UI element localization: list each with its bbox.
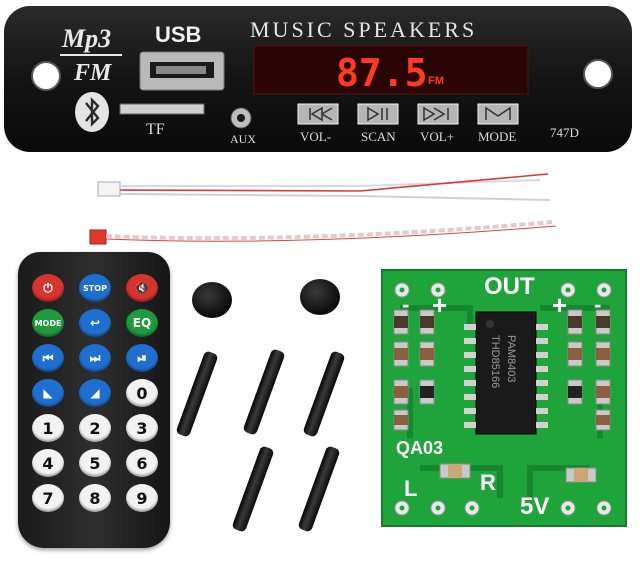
remote-key[interactable]: 🔇	[126, 274, 158, 302]
remote-key[interactable]: ◣	[32, 379, 64, 407]
led-display	[253, 45, 529, 95]
usb-tongue	[156, 66, 206, 74]
plus-right-label: +	[552, 290, 567, 320]
button-label-vol-minus: VOL-	[300, 129, 331, 144]
pam8403-chip	[475, 311, 537, 435]
amplifier-board: OUT - + + - PAM8403 THD85166 QA03 L R 5V	[381, 269, 627, 527]
brand-bottom-text: FM	[73, 60, 113, 86]
mode-icon	[485, 106, 511, 120]
tf-slot[interactable]	[119, 103, 205, 115]
usb-label: USB	[155, 22, 201, 47]
heat-shrink-tube-5	[298, 446, 340, 532]
power-label: 5V	[520, 493, 549, 520]
mp3-module: Mp3 FM USB TF AUX MUSIC SPEAKERS 87.5 FM…	[4, 6, 632, 152]
mount-hole-right	[583, 59, 613, 89]
remote-key[interactable]: 1	[32, 414, 64, 442]
aux-hole	[237, 114, 245, 122]
chip-marking-1: PAM8403	[505, 335, 517, 383]
remote-key[interactable]: ↩	[79, 309, 111, 337]
heat-shrink-tube-4	[232, 446, 274, 532]
remote-key[interactable]: ⏭	[79, 344, 111, 372]
remote-key[interactable]: 6	[126, 449, 158, 477]
prev-icon	[309, 106, 333, 122]
wire-red	[119, 173, 549, 192]
display-value: 87.5	[336, 51, 428, 95]
chip-pin1-marker	[486, 320, 494, 328]
remote-key[interactable]: STOP	[79, 274, 111, 302]
wire-twisted	[105, 220, 553, 241]
remote-key[interactable]: 3	[126, 414, 158, 442]
cables	[89, 173, 557, 245]
bluetooth-glyph	[85, 97, 100, 127]
remote-key[interactable]: ⏮	[32, 344, 64, 372]
rubber-foot-1	[192, 282, 232, 318]
out-label: OUT	[484, 273, 535, 300]
remote-key[interactable]: ◢	[79, 379, 111, 407]
remote-key[interactable]: EQ	[126, 309, 158, 337]
left-channel-label: L	[404, 476, 417, 501]
button-label-vol-plus: VOL+	[420, 129, 454, 144]
button-label-mode: MODE	[478, 129, 516, 144]
wire-twisted-red	[105, 225, 557, 242]
wire-white	[120, 179, 541, 187]
remote-key[interactable]: MODE	[32, 309, 64, 337]
remote-key[interactable]: 2	[79, 414, 111, 442]
remote-key[interactable]: ⏻	[32, 274, 64, 302]
heat-shrink-tube-1	[176, 351, 218, 437]
remote-key[interactable]: 4	[32, 449, 64, 477]
smd-components	[393, 309, 611, 483]
remote-key[interactable]: 0	[126, 379, 158, 407]
module-title: MUSIC SPEAKERS	[250, 17, 477, 42]
mount-hole-left	[31, 61, 61, 91]
remote-key[interactable]: 5	[79, 449, 111, 477]
heat-shrink-tube-3	[303, 351, 345, 437]
remote-key[interactable]: ⏯	[126, 344, 158, 372]
chip-pins	[464, 324, 548, 428]
connector-white	[97, 181, 121, 197]
heat-shrink-tube-2	[243, 349, 285, 435]
rubber-foot-2	[300, 279, 340, 315]
plus-left-label: +	[432, 290, 447, 320]
wire-white-2	[119, 193, 551, 201]
button-vol-minus[interactable]	[297, 103, 339, 125]
remote-key[interactable]: 8	[79, 484, 111, 512]
brand-top-text: Mp3	[61, 24, 111, 53]
next-icon	[423, 106, 449, 122]
button-mode[interactable]	[477, 103, 519, 125]
connector-red	[89, 229, 107, 245]
remote-key[interactable]: 7	[32, 484, 64, 512]
minus-left-label: -	[402, 292, 409, 317]
display-unit: FM	[428, 75, 444, 87]
right-channel-label: R	[480, 470, 496, 495]
play-pause-icon	[367, 106, 388, 122]
button-label-scan: SCAN	[361, 129, 396, 144]
model-label: 747D	[550, 125, 579, 140]
remote-key[interactable]: 9	[126, 484, 158, 512]
chip-marking-2: THD85166	[489, 335, 501, 388]
board-id-label: QA03	[396, 438, 443, 458]
tf-label: TF	[146, 121, 165, 138]
minus-right-label: -	[594, 292, 601, 317]
button-vol-plus[interactable]	[417, 103, 459, 125]
button-scan[interactable]	[357, 103, 399, 125]
aux-label: AUX	[230, 132, 256, 146]
accessories	[176, 279, 345, 532]
